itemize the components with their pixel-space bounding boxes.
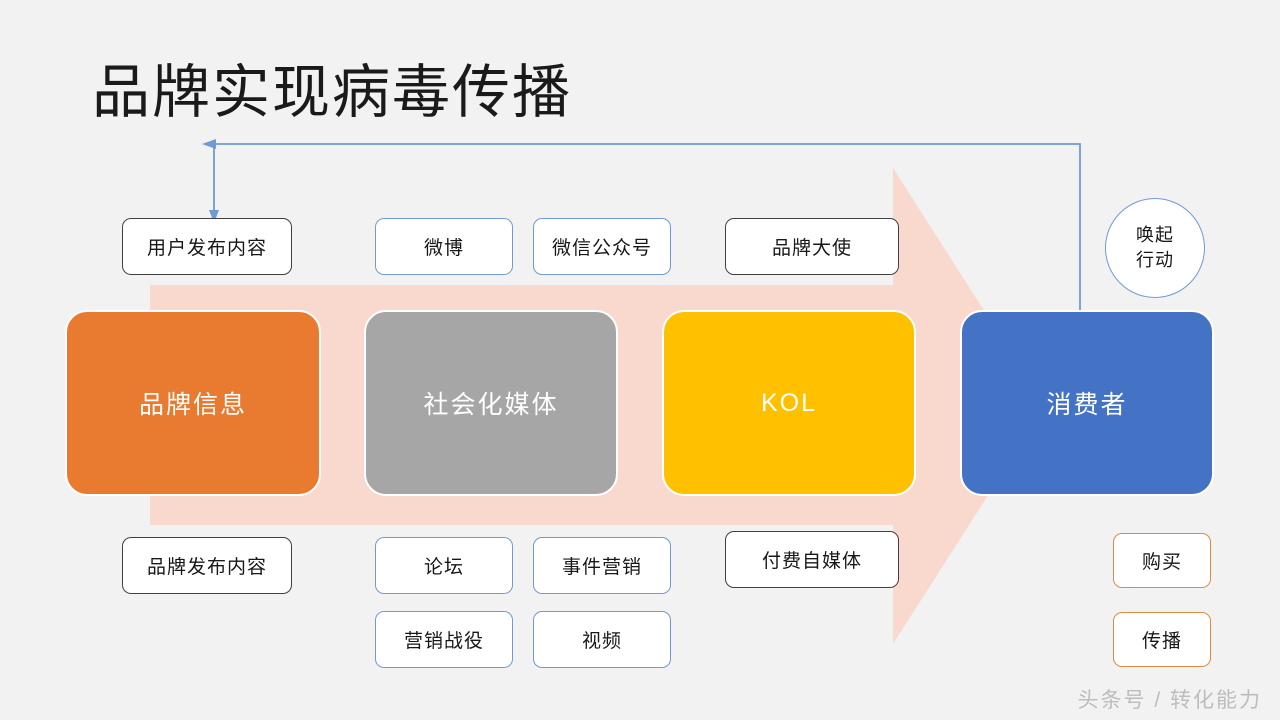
tag-label: 付费自媒体 bbox=[761, 551, 862, 572]
cta-line-1: 唤起 bbox=[1136, 225, 1174, 245]
tag-label: 传播 bbox=[1141, 631, 1182, 652]
arrowhead-down-icon bbox=[209, 210, 219, 223]
tag-brand-ambassador[interactable]: 品牌大使 bbox=[725, 218, 899, 275]
stage-card-kol[interactable]: KOL bbox=[662, 310, 916, 496]
feedback-loop-connector bbox=[202, 139, 1081, 323]
tag-label: 购买 bbox=[1141, 552, 1182, 573]
stage-label: KOL bbox=[760, 388, 818, 417]
tag-label: 论坛 bbox=[423, 557, 464, 578]
arrowhead-left-icon bbox=[202, 139, 216, 149]
watermark: 头条号 / 转化能力 bbox=[1077, 689, 1262, 712]
tag-marketing-campaign[interactable]: 营销战役 bbox=[375, 611, 513, 668]
stage-label: 社会化媒体 bbox=[423, 391, 559, 419]
call-to-action-circle[interactable]: 唤起 行动 bbox=[1105, 198, 1205, 298]
tag-wechat-official-account[interactable]: 微信公众号 bbox=[533, 218, 671, 275]
tag-label: 微信公众号 bbox=[551, 238, 652, 259]
stage-card-consumer[interactable]: 消费者 bbox=[960, 310, 1214, 496]
tag-label: 品牌发布内容 bbox=[146, 557, 267, 578]
tag-forum[interactable]: 论坛 bbox=[375, 537, 513, 594]
tag-brand-published-content[interactable]: 品牌发布内容 bbox=[122, 537, 292, 594]
tag-video[interactable]: 视频 bbox=[533, 611, 671, 668]
tag-label: 用户发布内容 bbox=[146, 238, 267, 259]
tag-label: 事件营销 bbox=[561, 557, 642, 578]
tag-event-marketing[interactable]: 事件营销 bbox=[533, 537, 671, 594]
stage-card-brand-message[interactable]: 品牌信息 bbox=[65, 310, 321, 496]
tag-weibo[interactable]: 微博 bbox=[375, 218, 513, 275]
tag-label: 营销战役 bbox=[403, 631, 484, 652]
tag-paid-self-media[interactable]: 付费自媒体 bbox=[725, 531, 899, 588]
cta-line-2: 行动 bbox=[1136, 250, 1174, 270]
stage-card-social-media[interactable]: 社会化媒体 bbox=[364, 310, 618, 496]
stage-label: 品牌信息 bbox=[138, 391, 247, 419]
tag-label: 品牌大使 bbox=[771, 238, 852, 259]
page-title: 品牌实现病毒传播 bbox=[92, 60, 573, 125]
outcome-tag-purchase[interactable]: 购买 bbox=[1113, 533, 1211, 588]
tag-label: 视频 bbox=[581, 631, 622, 652]
stage-label: 消费者 bbox=[1046, 391, 1128, 419]
tag-label: 微博 bbox=[423, 238, 464, 259]
outcome-tag-share[interactable]: 传播 bbox=[1113, 612, 1211, 667]
tag-user-generated-content[interactable]: 用户发布内容 bbox=[122, 218, 292, 275]
